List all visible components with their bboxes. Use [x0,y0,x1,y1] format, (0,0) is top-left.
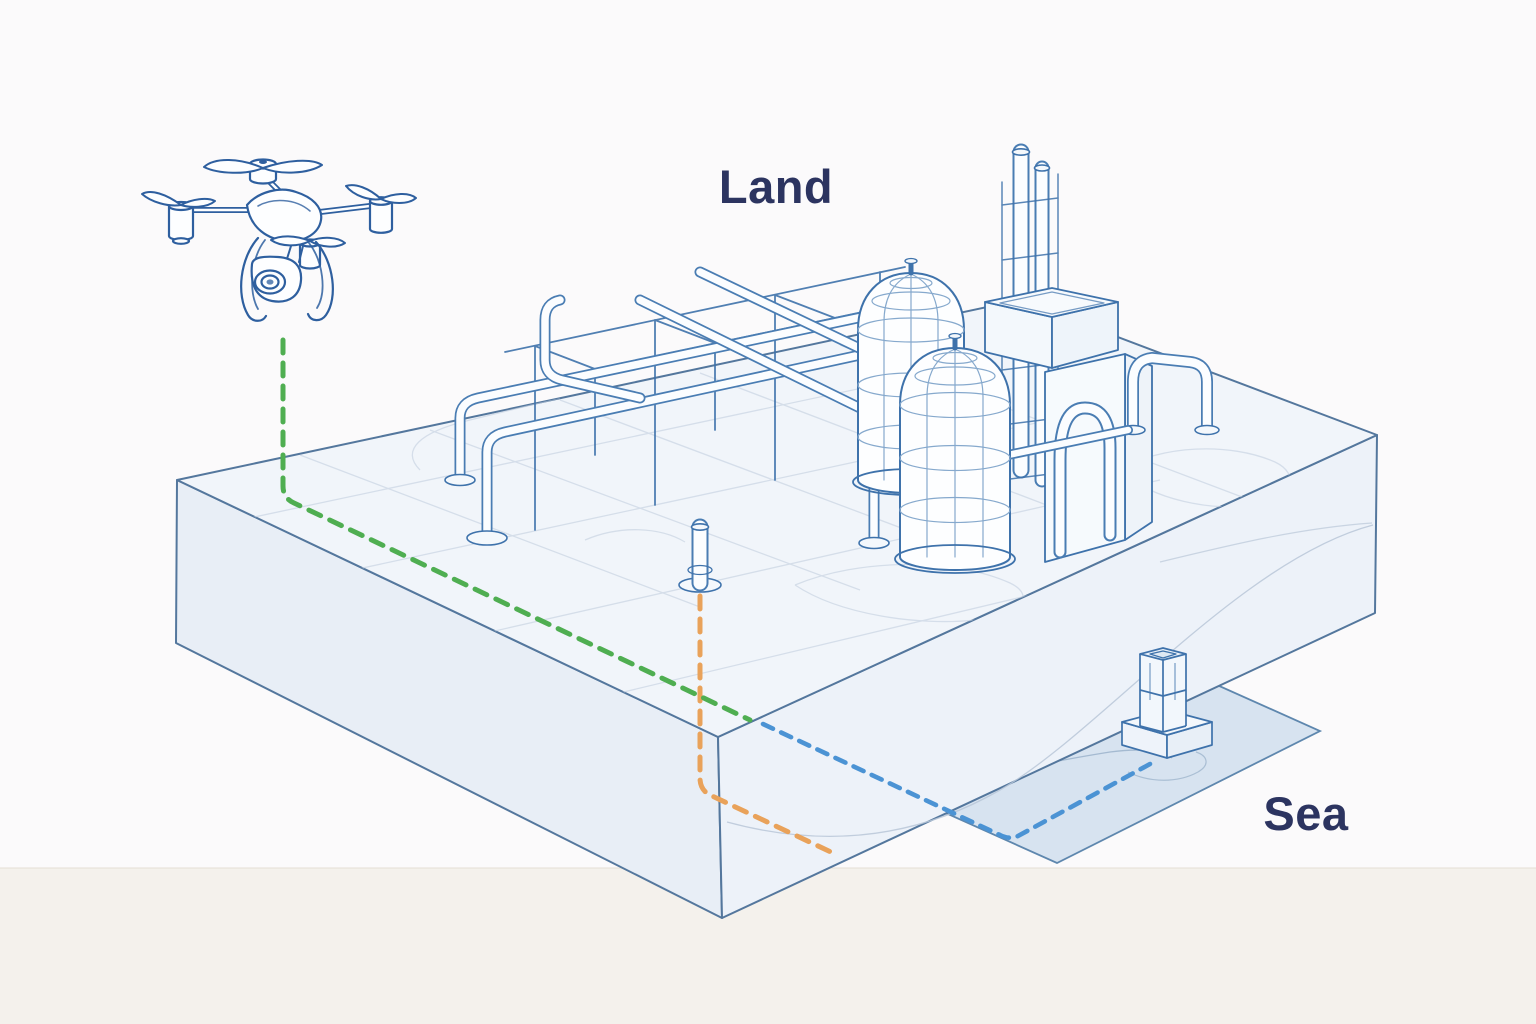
wellhead-collar [687,564,713,576]
panel-line [454,479,1161,641]
flange [1194,424,1220,436]
duct-box-lip [999,291,1105,315]
propeller-blade [380,193,417,204]
camera-lens-outer [253,269,287,295]
duct-box [984,287,1119,369]
tower-frame [1139,647,1187,733]
tank-meridian [883,273,912,481]
tower-hatch [1149,650,1177,659]
tank-meridian [954,348,984,558]
flange [444,473,476,487]
land-label: Land [719,160,833,213]
panel-line [299,454,701,608]
pipe-fill [483,338,924,539]
tank-meridian [910,273,939,481]
green-dashed-path [280,337,753,723]
seabed-contour-small [1127,751,1207,781]
propeller-blade [180,197,216,208]
flange [466,530,508,546]
drone-camera-gimbal [250,245,304,303]
stack-frame-bar [1001,252,1059,261]
propeller-blade [262,159,323,174]
propeller-blade [345,184,382,201]
blue-dashed-path [760,721,1153,841]
pipe-fill [456,304,909,482]
motor-pod [167,204,195,242]
wellhead [678,518,722,593]
sea-label: Sea [1263,787,1348,840]
flange [858,536,890,550]
stack-frame-bar [1001,197,1059,206]
duct-box-top [984,287,1119,318]
panel-line [429,429,861,591]
pipe-ubend-fill [541,296,644,402]
stack-cap [1033,164,1051,172]
rack-brace [654,319,716,344]
subsea-structure [1121,647,1213,759]
panel-line [239,379,901,521]
camera-lens-core [266,279,274,285]
facility-pad-outline [411,397,561,471]
rack-brace [774,294,836,319]
drone [141,158,417,322]
connector-pipe-fill [1004,426,1132,459]
u-pipe-right [1003,352,1220,460]
drone-landing-skids [240,236,334,322]
drone-arm-highlight [192,176,372,250]
drone-propellers [141,159,417,248]
stratum-line-upper [1159,522,1373,563]
tank-meridian [926,348,956,558]
wellhead-cap [690,522,710,531]
rack-rail [504,266,906,353]
storage-tank-front [894,332,1016,574]
u-pipe-fill [1128,353,1212,433]
motor-pod [368,199,394,234]
tank-wireframe [899,347,1011,558]
drone-hull-detail [257,199,311,212]
tank-foundation [894,544,1016,574]
orange-dashed-path [697,593,836,856]
propeller-blade [203,159,264,174]
labels: Land Sea [719,160,1349,840]
tank-vent-cap [948,332,962,340]
tank-vent-cap [904,257,918,265]
tower-brace [1139,689,1187,697]
stack-cap [1011,148,1031,157]
skid [240,236,268,322]
propeller-blade [270,235,311,247]
motor-foot [171,237,191,245]
skid [306,240,334,322]
ground-contour [584,529,686,543]
propeller-hub [259,160,267,164]
propeller-blade [141,191,182,207]
skid-inner [308,242,324,309]
camera-lens-mid [260,274,280,290]
dashed-routes [280,337,1153,856]
stratum-line [726,524,1374,838]
processing-facility [444,143,1220,593]
tower-base-edge [1139,725,1187,733]
